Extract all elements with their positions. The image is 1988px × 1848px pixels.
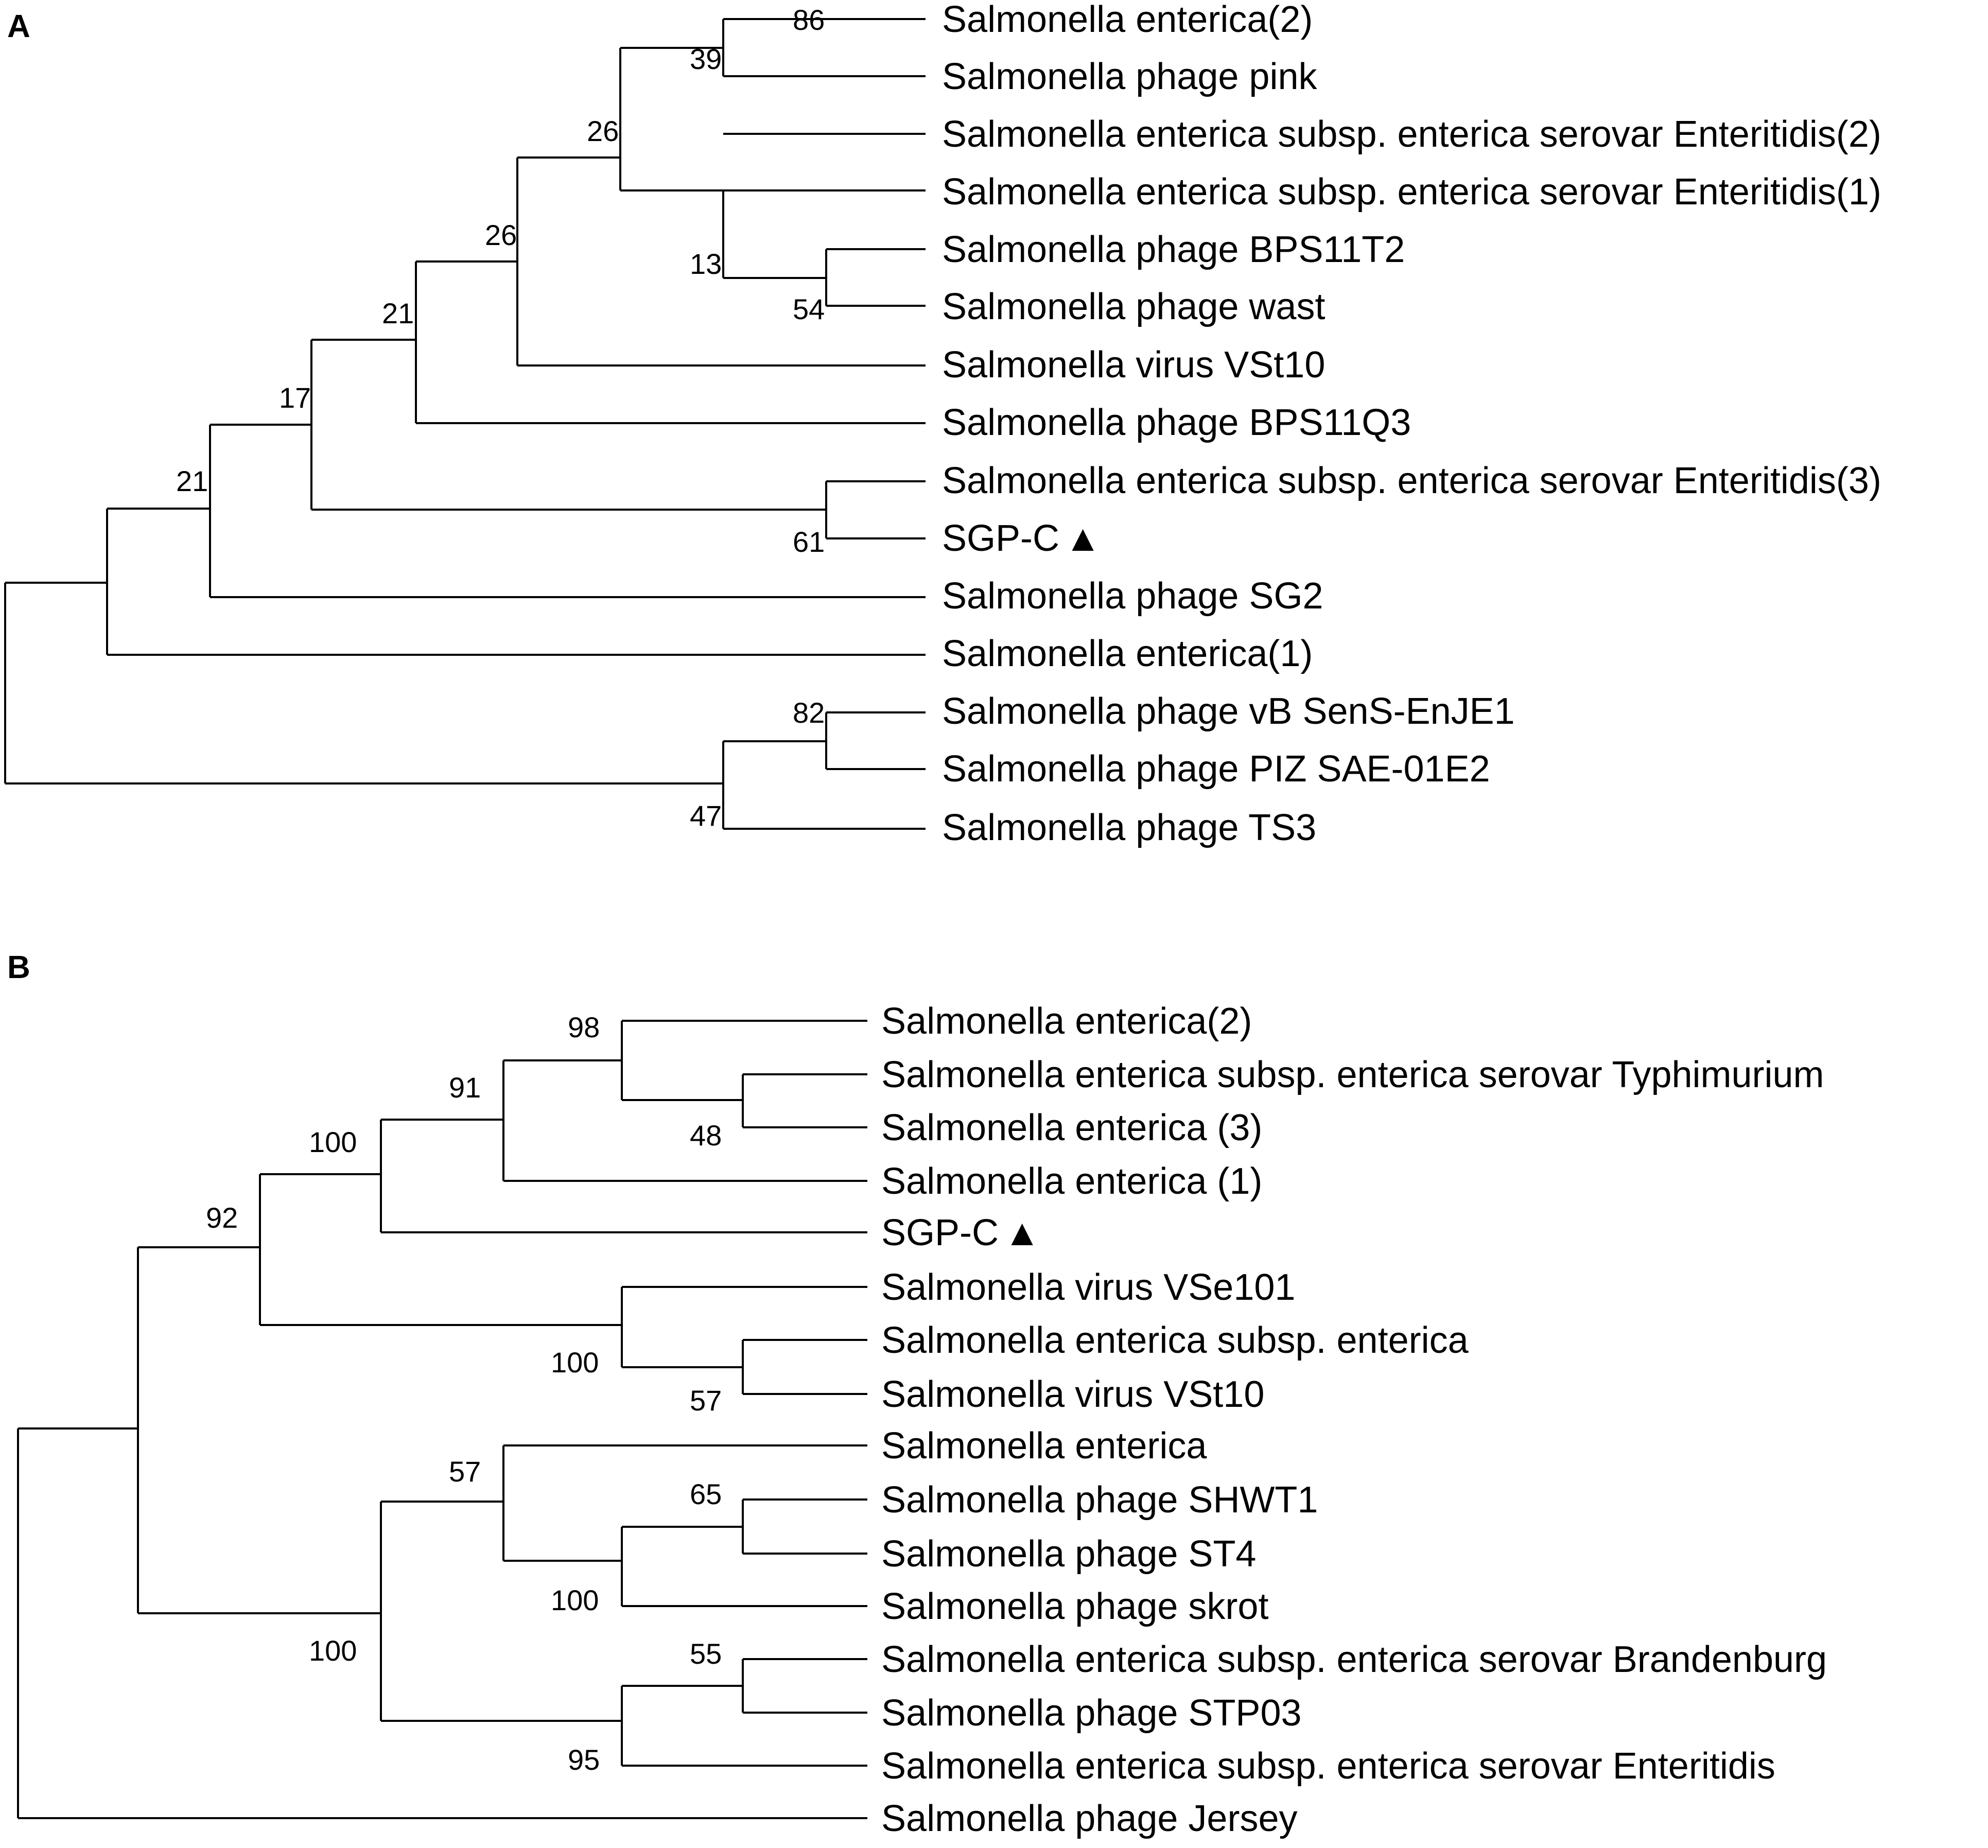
panel-b-bootstrap-values: 98 48 91 100 57 100 92 65 100 57 55 95 1… [206,1011,722,1776]
bootstrap-value: 39 [690,43,722,75]
leaf-label: Salmonella virus VSt10 [942,344,1325,386]
leaf-label: SGP-C [942,518,1059,559]
leaf-label: Salmonella enterica subsp. enterica sero… [942,114,1881,155]
leaf-label: Salmonella phage STP03 [881,1693,1302,1734]
leaf-label: Salmonella enterica [881,1425,1207,1467]
leaf-label: Salmonella virus VSe101 [881,1267,1295,1308]
leaf-label: Salmonella enterica subsp. enterica sero… [881,1746,1775,1787]
leaf-label: Salmonella phage BPS11Q3 [942,402,1411,443]
bootstrap-value: 13 [690,248,722,280]
leaf-label: Salmonella phage wast [942,286,1325,327]
bootstrap-value: 98 [568,1011,600,1043]
leaf-label: Salmonella phage SG2 [942,576,1323,617]
bootstrap-value: 91 [449,1071,481,1104]
panel-a-branches [4,18,926,830]
bootstrap-value: 65 [690,1478,722,1510]
leaf-label: Salmonella enterica(1) [942,633,1313,674]
leaf-label: Salmonella enterica subsp. enterica sero… [881,1639,1827,1680]
bootstrap-value: 100 [309,1126,357,1158]
panel-a-bootstrap-values: 86 39 26 13 54 26 21 61 17 21 82 47 [176,4,825,832]
bootstrap-value: 54 [793,293,825,325]
bootstrap-value: 21 [176,465,208,497]
panel-b-label: B [7,950,30,985]
triangle-marker-icon: ▲ [1065,518,1101,559]
leaf-label: Salmonella enterica subsp. enterica sero… [942,460,1881,501]
bootstrap-value: 57 [690,1384,722,1417]
leaf-label: Salmonella phage pink [942,56,1318,97]
leaf-label: Salmonella phage ST4 [881,1533,1256,1575]
leaf-label-sgp-c: SGP-C▲ [942,518,1101,559]
leaf-label: Salmonella enterica (1) [881,1161,1262,1202]
leaf-label: Salmonella enterica subsp. enterica sero… [942,171,1881,213]
leaf-label: Salmonella phage TS3 [942,807,1316,848]
triangle-marker-icon: ▲ [1004,1212,1040,1253]
leaf-label: Salmonella phage skrot [881,1586,1268,1627]
panel-b-tree: B [7,950,1827,1839]
bootstrap-value: 100 [551,1584,599,1616]
bootstrap-value: 21 [382,297,414,329]
leaf-label: Salmonella phage SHWT1 [881,1479,1318,1521]
bootstrap-value: 26 [587,115,619,147]
bootstrap-value: 100 [551,1346,599,1379]
bootstrap-value: 26 [485,219,517,251]
leaf-label: Salmonella phage Jersey [881,1798,1298,1839]
bootstrap-value: 17 [279,381,311,414]
leaf-label: Salmonella phage PIZ SAE-01E2 [942,748,1490,790]
leaf-label: Salmonella enterica (3) [881,1107,1262,1148]
bootstrap-value: 61 [793,526,825,558]
leaf-label: Salmonella enterica(2) [881,1001,1252,1042]
panel-b-leaf-labels: Salmonella enterica(2) Salmonella enteri… [881,1001,1827,1839]
leaf-label: SGP-C [881,1212,999,1253]
leaf-label: Salmonella enterica subsp. enterica [881,1320,1469,1361]
leaf-label: Salmonella phage BPS11T2 [942,229,1405,270]
bootstrap-value: 92 [206,1201,238,1234]
leaf-label: Salmonella enterica subsp. enterica sero… [881,1054,1824,1095]
bootstrap-value: 100 [309,1634,357,1667]
panel-a-leaf-labels: Salmonella enterica(2) Salmonella phage … [942,0,1881,848]
leaf-label: Salmonella phage vB SenS-EnJE1 [942,691,1515,732]
bootstrap-value: 82 [793,696,825,729]
leaf-label: Salmonella virus VSt10 [881,1374,1264,1415]
panel-a-tree: A [4,0,1881,848]
bootstrap-value: 57 [449,1455,481,1488]
leaf-label: Salmonella enterica(2) [942,0,1313,40]
panel-a-label: A [7,9,30,44]
panel-b-branches [17,1020,867,1819]
bootstrap-value: 95 [568,1744,600,1776]
leaf-label-sgp-c: SGP-C▲ [881,1212,1040,1253]
bootstrap-value: 47 [690,799,722,832]
bootstrap-value: 86 [793,4,825,36]
bootstrap-value: 48 [690,1119,722,1152]
bootstrap-value: 55 [690,1637,722,1670]
